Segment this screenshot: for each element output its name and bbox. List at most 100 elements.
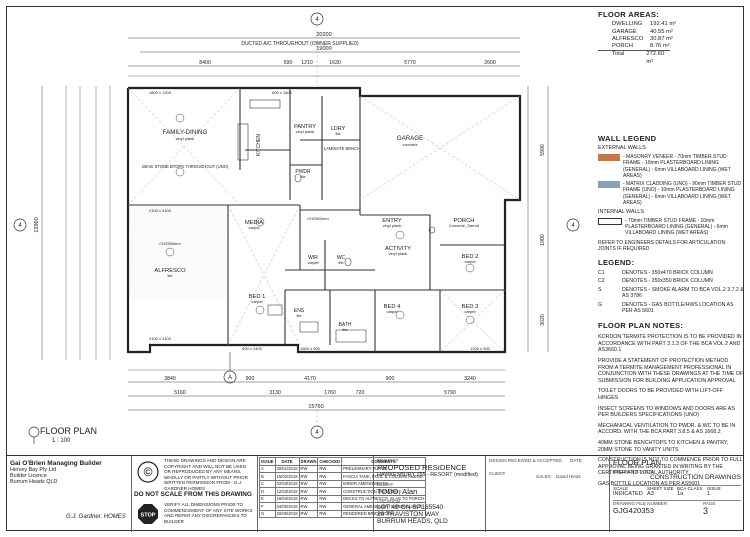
- copyright-cell: © THESE DRAWINGS AND DESIGN ARE COPYRIGH…: [132, 456, 258, 532]
- room-bed4: BED 4: [384, 304, 402, 310]
- drawing-title: FLOOR PLAN: [40, 426, 98, 436]
- wall-legend-item: - MATRIX CLADDING (UNO) - 90mm TIMBER ST…: [598, 181, 744, 206]
- svg-text:tile: tile: [296, 313, 302, 318]
- room-wc: WC: [337, 255, 346, 261]
- svg-text:5770: 5770: [404, 60, 416, 66]
- svg-text:concrete: concrete: [402, 142, 418, 147]
- svg-text:vinyl plank: vinyl plank: [176, 136, 195, 141]
- svg-text:600 x 2400: 600 x 2400: [242, 346, 263, 351]
- internal-walls-label: INTERNAL WALLS: [598, 209, 645, 216]
- drawing-frame: [6, 6, 744, 531]
- plan-note: TOILET DOORS TO BE PROVIDED WITH LIFT-OF…: [598, 388, 723, 401]
- floor-plan-drawing: 4 20200 19000 DUCTED A/C THROUGHOUT (OWN…: [13, 12, 580, 439]
- cladding-swatch: [598, 181, 620, 189]
- bottom-dimensions: 3840 900 4170 900 3240 5160 3130 1760 72…: [128, 369, 505, 411]
- status-label: PROJECT STATUS: [613, 469, 654, 474]
- plan-note: GAS BOTTLE LOCATION AS PER AS5601: [598, 481, 701, 488]
- svg-text:vinyl plank: vinyl plank: [296, 129, 315, 134]
- project-sub: HAWKESBURY 255 - RESORT (modified): [377, 472, 478, 478]
- svg-text:720: 720: [356, 390, 365, 396]
- drawing-title-tb: FLOOR PLAN: [613, 458, 662, 467]
- svg-text:20200: 20200: [316, 32, 331, 38]
- room-wir: WIR: [308, 255, 318, 261]
- svg-text:CH2550mm: CH2550mm: [307, 216, 329, 221]
- room-pwdr: PWDR: [295, 169, 311, 175]
- svg-text:tile: tile: [342, 327, 348, 332]
- svg-text:carpet: carpet: [464, 259, 476, 264]
- top-dimensions: 20200 19000 DUCTED A/C THROUGHOUT (OWNER…: [128, 32, 520, 77]
- title-block: Gai O'Brien Managing Builder Hervey Bay …: [6, 455, 744, 532]
- room-media: MEDIA: [245, 220, 263, 226]
- approval-cell: DESIGN RECEIVED & ACCEPTED DATE CLIENT S…: [486, 456, 610, 532]
- svg-text:A: A: [228, 375, 232, 381]
- room-bath: BATH: [339, 322, 352, 328]
- title-marker-icon: [28, 426, 40, 444]
- room-entry: ENTRY: [382, 218, 402, 224]
- svg-text:1760: 1760: [324, 390, 336, 396]
- svg-text:2600: 2600: [484, 60, 496, 66]
- room-family: FAMILY-DINING: [163, 129, 208, 136]
- grid-marker-right: 4: [566, 218, 580, 232]
- date-label: DATE: [570, 458, 582, 463]
- svg-text:carpet: carpet: [464, 309, 476, 314]
- svg-text:vinyl plank: vinyl plank: [383, 223, 402, 228]
- company-line: Hervey Bay Pty Ltd: [10, 467, 57, 473]
- room-ens: ENS: [294, 308, 305, 314]
- room-ldry: LDRY: [331, 126, 346, 132]
- wall-legend-title: WALL LEGEND: [598, 133, 657, 143]
- svg-text:1800 x 1200: 1800 x 1200: [149, 90, 172, 95]
- svg-text:600 x 1800: 600 x 1800: [272, 90, 293, 95]
- plan-note: CONSTRUCTION IS NOT TO COMMENCE PRIOR TO…: [598, 457, 743, 477]
- fixtures: [267, 173, 436, 343]
- room-bed1: BED 1: [249, 294, 266, 300]
- internal-walls: [128, 88, 505, 352]
- svg-text:carpet: carpet: [307, 260, 319, 265]
- kitchen-island: [237, 123, 249, 161]
- svg-text:1210: 1210: [301, 60, 313, 66]
- floor-areas-title: FLOOR AREAS:: [598, 10, 660, 19]
- legend-title: LEGEND:: [598, 258, 635, 268]
- do-not-scale: DO NOT SCALE FROM THIS DRAWING: [134, 491, 252, 498]
- svg-text:©: ©: [144, 465, 153, 479]
- svg-text:carpet: carpet: [251, 299, 263, 304]
- client-name: TODD, Alan: [377, 487, 418, 496]
- svg-text:2100 x 3100: 2100 x 3100: [149, 336, 172, 341]
- plan-note: INSECT SCREENS TO WINDOWS AND DOORS ARE …: [598, 405, 735, 419]
- plan-note: 40mm STONE BENCHTOPS TO KITCHEN & PANTRY…: [598, 440, 729, 453]
- svg-text:tile: tile: [300, 174, 306, 179]
- verify-text: VERIFY ALL DIMENSIONS PRIOR TO COMMENCEM…: [164, 502, 253, 524]
- svg-text:19000: 19000: [316, 46, 331, 52]
- internal-swatch: [598, 217, 622, 225]
- project-status: CONSTRUCTION DRAWINGS: [650, 474, 741, 481]
- copyright-icon: ©: [137, 461, 159, 483]
- drawing-scale: 1 : 100: [52, 438, 71, 444]
- svg-text:590: 590: [284, 60, 293, 66]
- drawing-info-cell: FLOOR PLAN PROJECT STATUS CONSTRUCTION D…: [610, 456, 744, 532]
- svg-text:carpet: carpet: [386, 309, 398, 314]
- room-labels: FAMILY-DINING vinyl plank KITCHEN PANTRY…: [154, 124, 479, 332]
- sales-name: David Hinds: [556, 474, 581, 479]
- plan-note: PROVIDE A STATEMENT OF PROTECTION METHOD…: [598, 357, 744, 384]
- svg-text:4: 4: [315, 17, 319, 23]
- company-signature: G.J. Gardner. HOMES: [66, 514, 126, 520]
- external-walls-label: EXTERNAL WALLS: [598, 145, 646, 152]
- location-line: 29 TRAVISTON WAY: [377, 511, 440, 518]
- ceiling-lines: [127, 87, 521, 353]
- section-marker-a: A: [223, 352, 237, 384]
- ceiling-fans: [165, 113, 475, 325]
- project-label: PROJECT: [377, 458, 399, 463]
- right-dimensions: 5990 1900 3020: [527, 86, 549, 352]
- svg-text:tile: tile: [167, 273, 173, 278]
- location-line: BURRUM HEADS, QLD: [377, 518, 448, 525]
- svg-text:LAMINATE BENCH: LAMINATE BENCH: [324, 146, 360, 151]
- svg-text:1900: 1900: [540, 234, 546, 246]
- room-bed2: BED 2: [462, 254, 479, 260]
